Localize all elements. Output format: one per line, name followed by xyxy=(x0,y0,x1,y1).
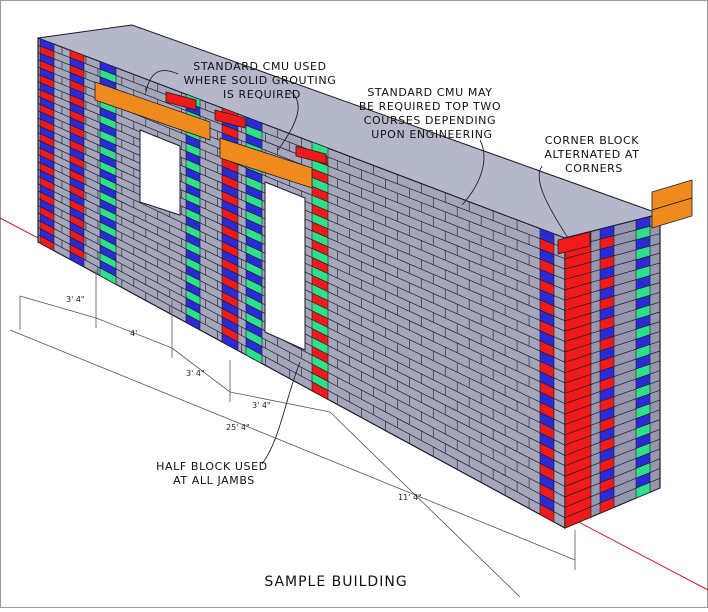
top-red-blocks xyxy=(165,91,591,255)
window-opening xyxy=(139,129,181,216)
dimension-lines xyxy=(9,270,576,598)
diagram-title: SAMPLE BUILDING xyxy=(264,574,407,590)
bond-beams xyxy=(94,81,693,229)
dim-line xyxy=(95,317,173,349)
bond-beam-window xyxy=(94,81,211,141)
callout-line: STANDARD CMU MAY xyxy=(367,86,492,99)
dim-line xyxy=(9,329,576,561)
top-block xyxy=(165,91,197,111)
top-block xyxy=(214,109,246,129)
leader-grouting-2 xyxy=(277,89,299,151)
callout-line: CORNERS xyxy=(565,162,623,175)
callout-corner: CORNER BLOCK ALTERNATED AT CORNERS xyxy=(544,134,643,175)
dim-line xyxy=(19,295,97,319)
leader-corner xyxy=(538,165,569,239)
callout-line: CORNER BLOCK xyxy=(545,134,640,147)
corner-block-top xyxy=(557,231,591,255)
bond-beam-door xyxy=(219,137,313,189)
mortar-course xyxy=(37,234,566,518)
dim-label: 11' 4" xyxy=(398,493,422,502)
dim-line xyxy=(171,347,231,393)
leader-jambs xyxy=(261,361,301,465)
colored-block xyxy=(39,235,55,252)
dim-label: 3' 4" xyxy=(66,295,85,304)
colored-block xyxy=(599,496,615,514)
callout-line: WHERE SOLID GROUTING xyxy=(184,74,337,87)
colored-block xyxy=(539,503,555,523)
callout-line: AT ALL JAMBS xyxy=(173,474,255,487)
callout-jambs: HALF BLOCK USED AT ALL JAMBS xyxy=(156,460,272,487)
dim-label: 3' 4" xyxy=(252,401,271,410)
bond-beam-return-2 xyxy=(651,197,693,229)
leader-grouting xyxy=(145,70,179,93)
colored-block xyxy=(69,251,85,268)
colored-block xyxy=(221,332,239,352)
leader-top-courses xyxy=(461,139,485,206)
leader-lines xyxy=(145,70,569,465)
dim-label: 4' xyxy=(130,329,137,338)
dim-line xyxy=(229,391,331,413)
door-opening xyxy=(264,181,306,351)
colored-block xyxy=(635,481,651,499)
callout-line: HALF BLOCK USED xyxy=(156,460,268,473)
dim-line xyxy=(329,411,521,598)
colored-block xyxy=(185,313,201,331)
callout-line: STANDARD CMU USED xyxy=(193,60,326,73)
top-block xyxy=(295,145,327,165)
callout-grouting: STANDARD CMU USED WHERE SOLID GROUTING I… xyxy=(184,60,341,101)
callout-top-courses: STANDARD CMU MAY BE REQUIRED TOP TWO COU… xyxy=(359,86,505,141)
colored-block xyxy=(99,267,117,285)
callout-line: ALTERNATED AT xyxy=(544,148,639,161)
dim-label: 3' 4" xyxy=(186,369,205,378)
callout-line: BE REQUIRED TOP TWO xyxy=(359,100,501,113)
colored-block xyxy=(311,381,329,400)
callout-line: IS REQUIRED xyxy=(223,88,301,101)
colored-block xyxy=(245,345,263,365)
colored-block xyxy=(564,506,592,529)
dim-label: 25' 4" xyxy=(226,423,250,432)
callout-line: UPON ENGINEERING xyxy=(371,128,492,141)
callout-line: COURSES DEPENDING xyxy=(364,114,496,127)
